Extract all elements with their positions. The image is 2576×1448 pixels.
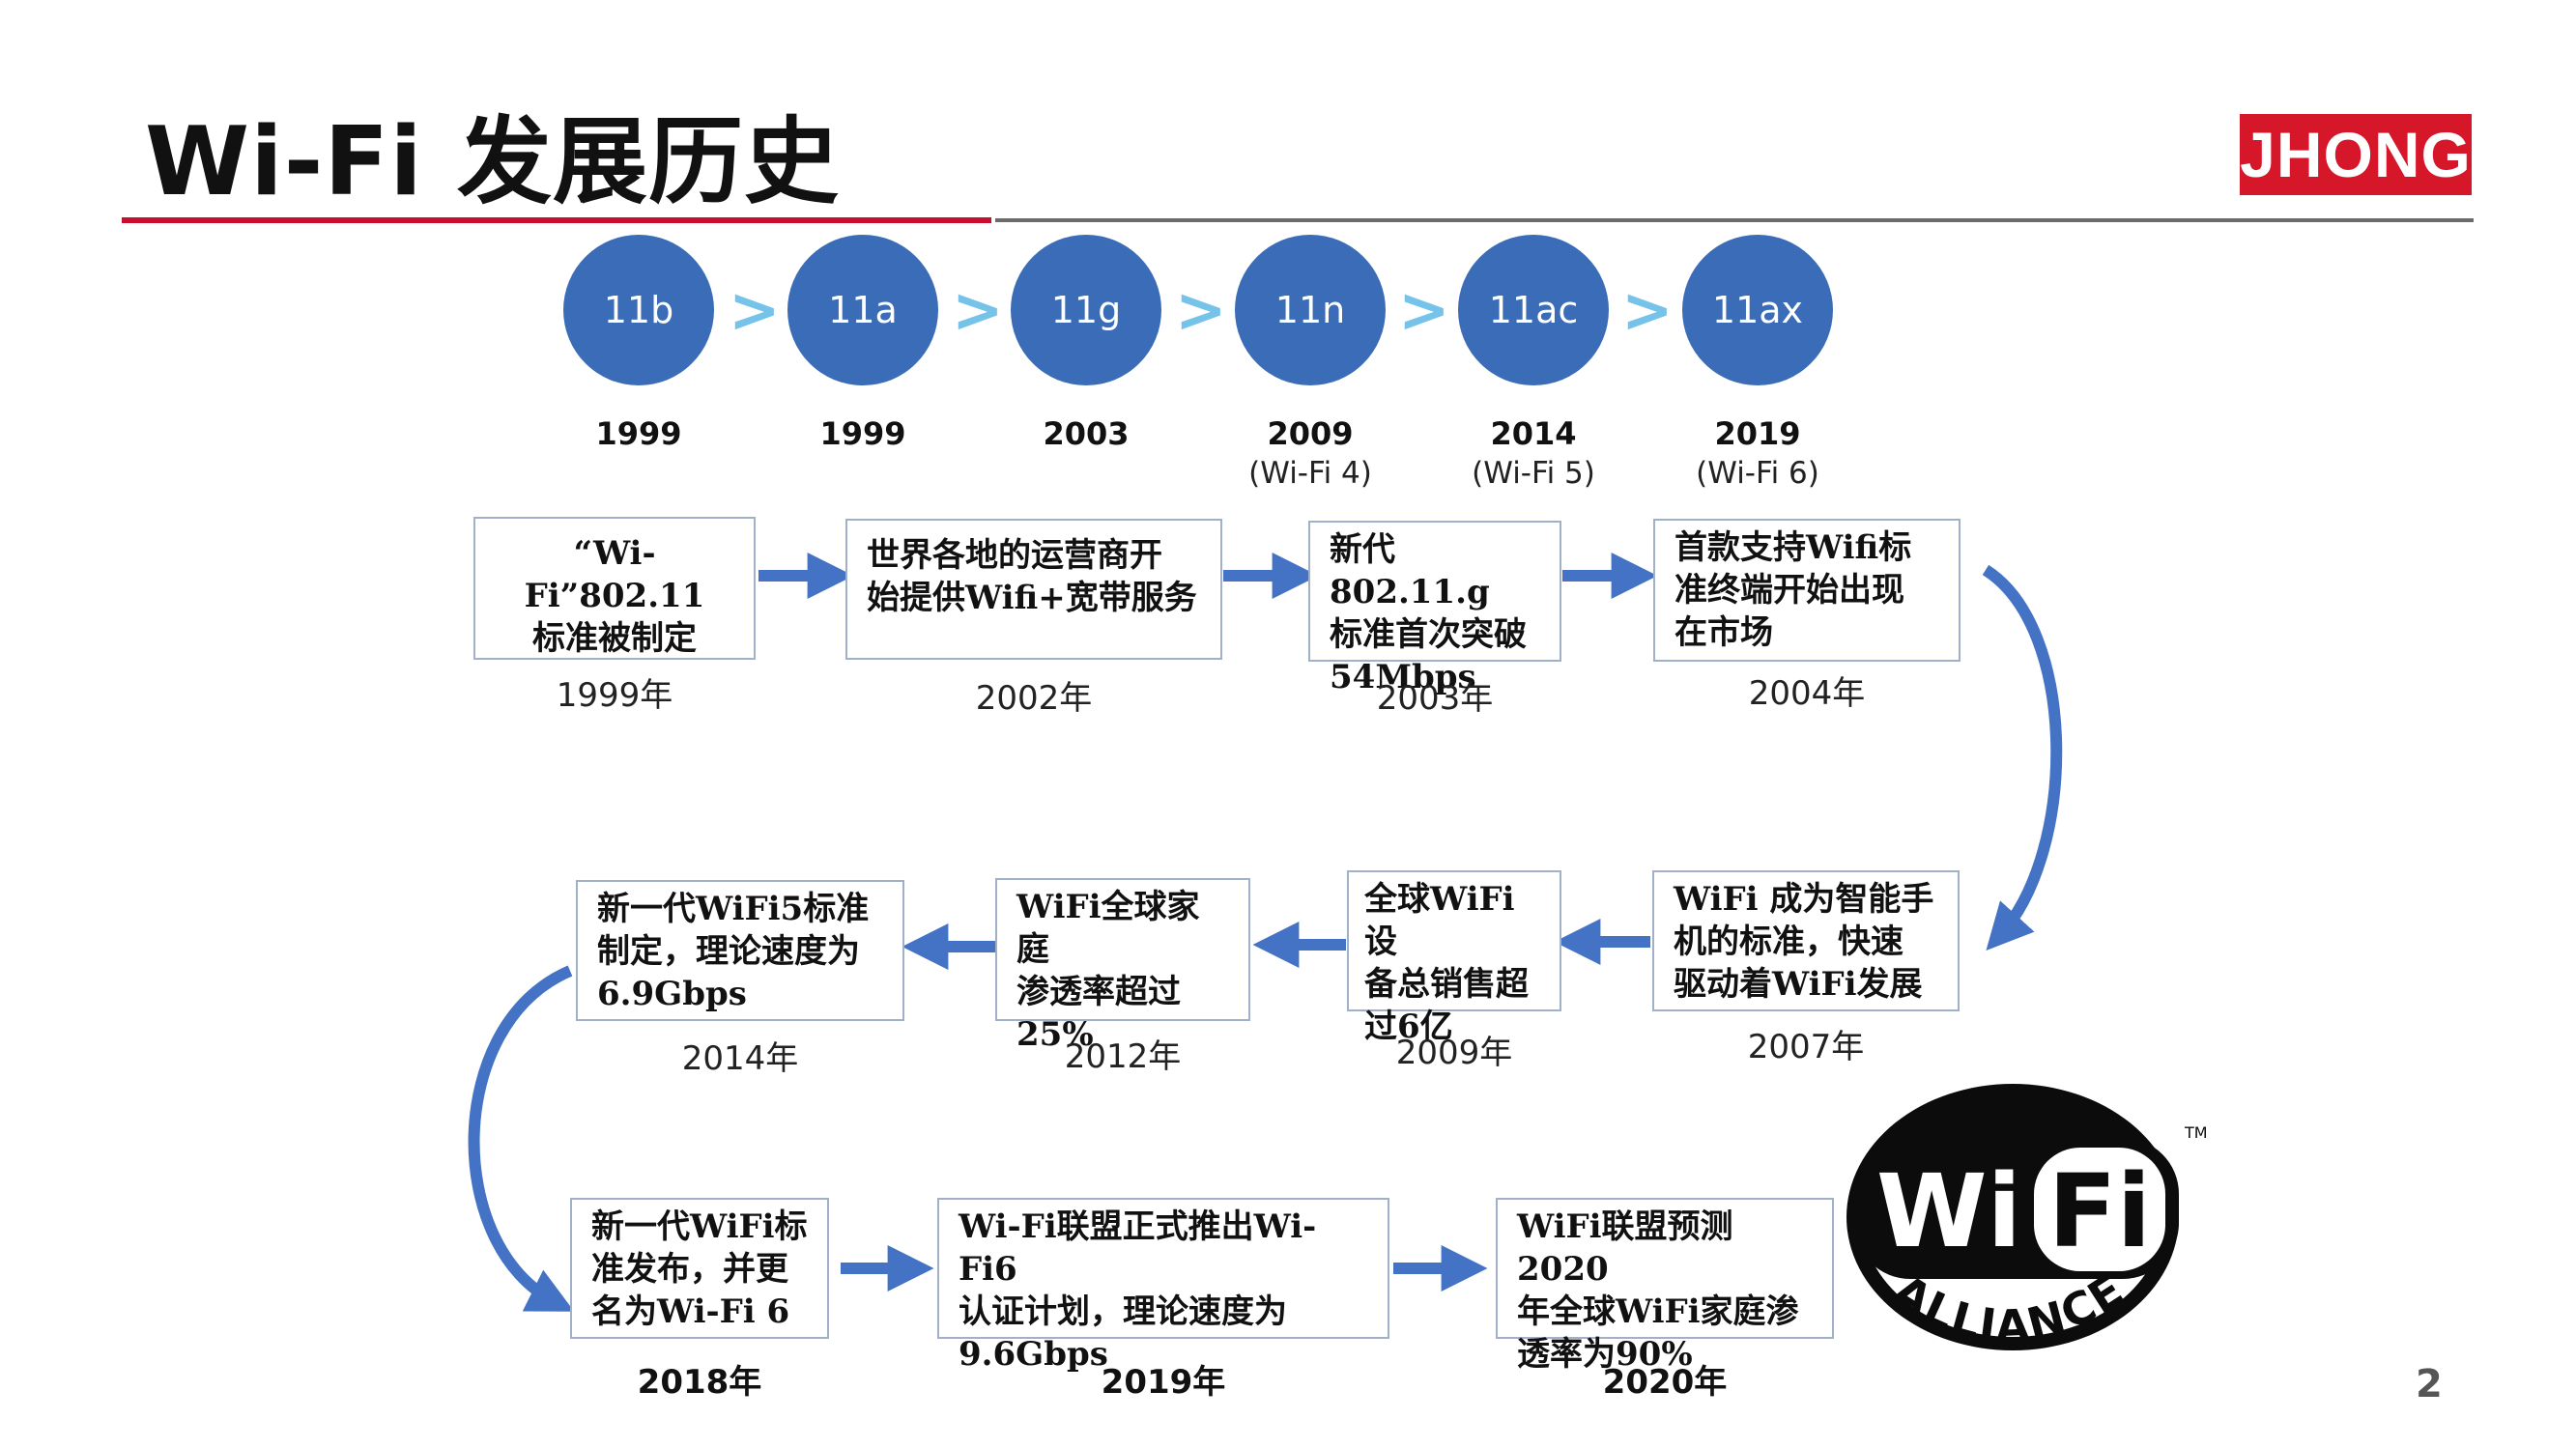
timeline-box: 世界各地的运营商开 始提供Wifi+宽带服务 — [845, 519, 1222, 660]
arrow-curve-right — [1982, 564, 2063, 951]
wifi-logo-word-left: Wi — [1876, 1152, 2021, 1270]
timeline-year: 2002年 — [975, 679, 1093, 718]
timeline-box: WiFi全球家庭 渗透率超过 25% — [995, 878, 1250, 1054]
timeline-year: 2004年 — [1748, 674, 1866, 713]
box-line: 9.6Gbps — [959, 1335, 1108, 1374]
timeline-box: 新代802.11.g 标准首次突破 54Mbps — [1308, 521, 1561, 696]
standard-year: 2014 — [1490, 415, 1577, 452]
chevron-right-icon: > — [952, 275, 1004, 347]
timeline-box: 全球WiFi设 备总销售超 过6亿 — [1347, 870, 1561, 1046]
standard-circle-11b: 11b — [563, 235, 714, 385]
standard-circle-11g: 11g — [1011, 235, 1161, 385]
box-line: 年全球WiFi家庭渗 — [1517, 1292, 1799, 1331]
standard-generation: (Wi-Fi 4) — [1248, 456, 1372, 491]
box-line: 首款支持Wifi标 — [1674, 528, 1912, 567]
standard-circle-11ax: 11ax — [1682, 235, 1833, 385]
timeline-year: 2014年 — [681, 1039, 799, 1078]
box-line: 标准被制定 — [532, 619, 697, 658]
title-rule-red — [122, 217, 991, 223]
timeline-box: 新一代WiFi标 准发布，并更 名为Wi-Fi 6 — [570, 1198, 829, 1339]
box-line: WiFi联盟预测2020 — [1517, 1207, 1733, 1289]
box-line: 名为Wi-Fi 6 — [591, 1292, 790, 1331]
box-line: 新代802.11.g — [1330, 530, 1490, 611]
chevron-right-icon: > — [1175, 275, 1227, 347]
wifi-logo-word-right: Fi — [2048, 1152, 2152, 1270]
box-line: 全球WiFi设 — [1364, 880, 1515, 961]
box-line: 25% — [1016, 1015, 1094, 1054]
chevron-right-icon: > — [729, 275, 781, 347]
chevron-right-icon: > — [1398, 275, 1450, 347]
page-number: 2 — [2416, 1362, 2443, 1406]
box-line: WiFi 成为智能手 — [1674, 880, 1934, 919]
standard-circle-11ac: 11ac — [1458, 235, 1609, 385]
standard-year: 2019 — [1714, 415, 1801, 452]
timeline-box: 首款支持Wifi标 准终端开始出现 在市场 — [1653, 519, 1961, 662]
page-title: Wi-Fi 发展历史 — [145, 107, 841, 217]
timeline-box: WiFi联盟预测2020 年全球WiFi家庭渗 透率为90% — [1496, 1198, 1834, 1374]
timeline-year: 2019年 — [1101, 1363, 1226, 1402]
arrow-curve-left — [468, 965, 575, 1312]
box-line: 备总销售超 — [1364, 965, 1529, 1004]
timeline-year: 2012年 — [1064, 1037, 1182, 1076]
standard-circle-11n: 11n — [1235, 235, 1386, 385]
box-line: 制定，理论速度为 — [597, 932, 860, 971]
standard-circle-11a: 11a — [787, 235, 938, 385]
box-line: 过6亿 — [1364, 1008, 1453, 1046]
chevron-right-icon: > — [1621, 275, 1674, 347]
box-line: WiFi全球家庭 — [1016, 888, 1200, 969]
box-line: 54Mbps — [1330, 658, 1476, 696]
box-line: 驱动着WiFi发展 — [1674, 965, 1923, 1004]
box-line: 在市场 — [1674, 613, 1773, 652]
box-line: 渗透率超过 — [1016, 973, 1181, 1011]
timeline-year: 2009年 — [1395, 1034, 1513, 1072]
box-line: 标准首次突破 — [1330, 615, 1527, 654]
timeline-year: 2018年 — [637, 1363, 762, 1402]
box-line: 始提供Wifi+宽带服务 — [867, 579, 1197, 617]
box-line: Wi-Fi联盟正式推出Wi-Fi6 — [959, 1207, 1317, 1289]
timeline-box: Wi-Fi联盟正式推出Wi-Fi6 认证计划，理论速度为 9.6Gbps — [937, 1198, 1389, 1374]
wifi-logo-tm: TM — [2184, 1123, 2208, 1142]
timeline-year: 2003年 — [1376, 679, 1494, 718]
timeline-box: 新一代WiFi5标准 制定，理论速度为 6.9Gbps — [576, 880, 904, 1021]
wifi-alliance-logo: Wi Fi TM ALLIANCE — [1846, 1084, 2208, 1352]
standard-year: 1999 — [595, 415, 682, 452]
timeline-year: 2007年 — [1747, 1028, 1865, 1066]
timeline-box: “Wi-Fi”802.11 标准被制定 — [473, 517, 756, 660]
box-line: 世界各地的运营商开 — [867, 536, 1162, 575]
timeline-box: WiFi 成为智能手 机的标准，快速 驱动着WiFi发展 — [1652, 870, 1960, 1011]
standard-generation: (Wi-Fi 5) — [1472, 456, 1595, 491]
company-logo: JHONG — [2240, 114, 2472, 195]
box-line: 机的标准，快速 — [1674, 923, 1903, 961]
standard-generation: (Wi-Fi 6) — [1696, 456, 1819, 491]
title-rule-gray — [995, 218, 2474, 222]
box-line: 准发布，并更 — [591, 1250, 788, 1289]
standard-year: 1999 — [819, 415, 906, 452]
standard-year: 2009 — [1267, 415, 1354, 452]
timeline-year: 2020年 — [1602, 1363, 1728, 1402]
box-line: “Wi-Fi”802.11 — [524, 534, 705, 615]
box-line: 新一代WiFi标 — [591, 1207, 808, 1246]
timeline-year: 1999年 — [556, 676, 673, 715]
box-line: 6.9Gbps — [597, 975, 747, 1013]
box-line: 透率为90% — [1517, 1335, 1693, 1374]
box-line: 认证计划，理论速度为 — [959, 1292, 1287, 1331]
box-line: 准终端开始出现 — [1674, 571, 1904, 610]
box-line: 新一代WiFi5标准 — [597, 890, 870, 928]
standard-year: 2003 — [1043, 415, 1130, 452]
